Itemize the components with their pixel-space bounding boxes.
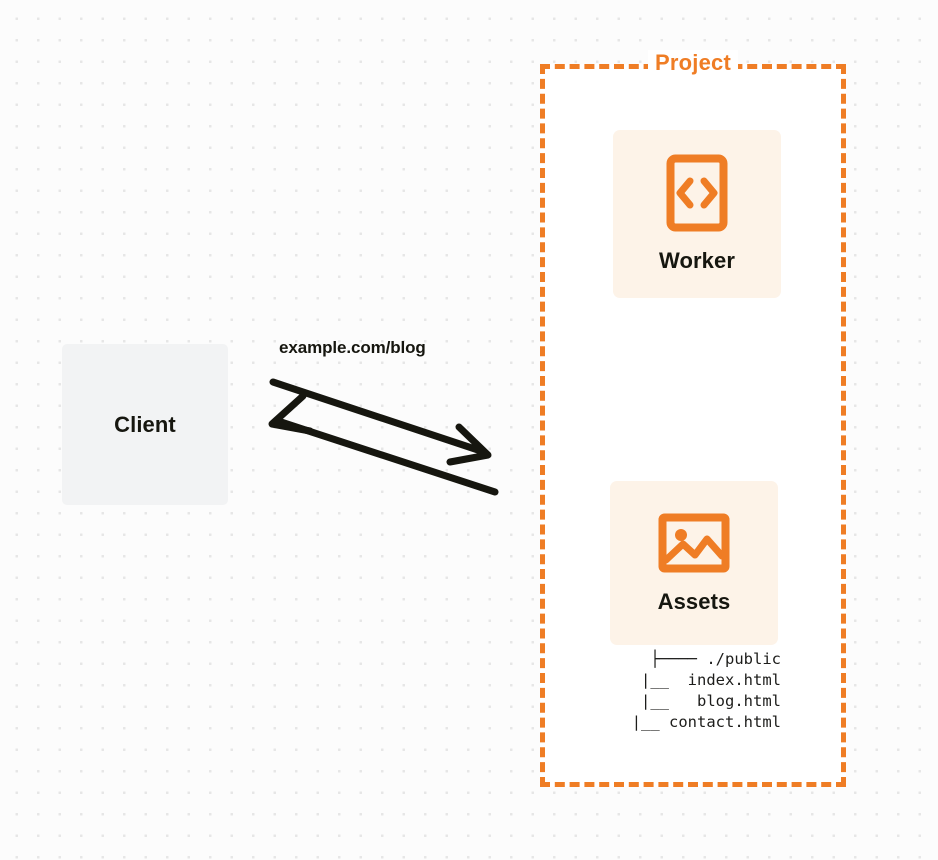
client-label: Client [114, 411, 176, 437]
assets-node[interactable]: Assets [610, 481, 778, 645]
client-node[interactable]: Client [62, 344, 228, 505]
assets-label: Assets [657, 589, 731, 614]
request-url-label: example.com/blog [279, 338, 426, 357]
image-picture-icon [658, 511, 730, 575]
assets-file-tree: ├──── ./public |__ index.html |__ blog.h… [631, 650, 781, 731]
worker-node[interactable]: Worker [613, 130, 781, 298]
project-group-label: Project [648, 49, 738, 76]
response-arrow-icon [268, 392, 499, 496]
code-brackets-icon [666, 154, 728, 232]
request-arrow-icon [269, 378, 492, 466]
worker-label: Worker [659, 248, 735, 273]
